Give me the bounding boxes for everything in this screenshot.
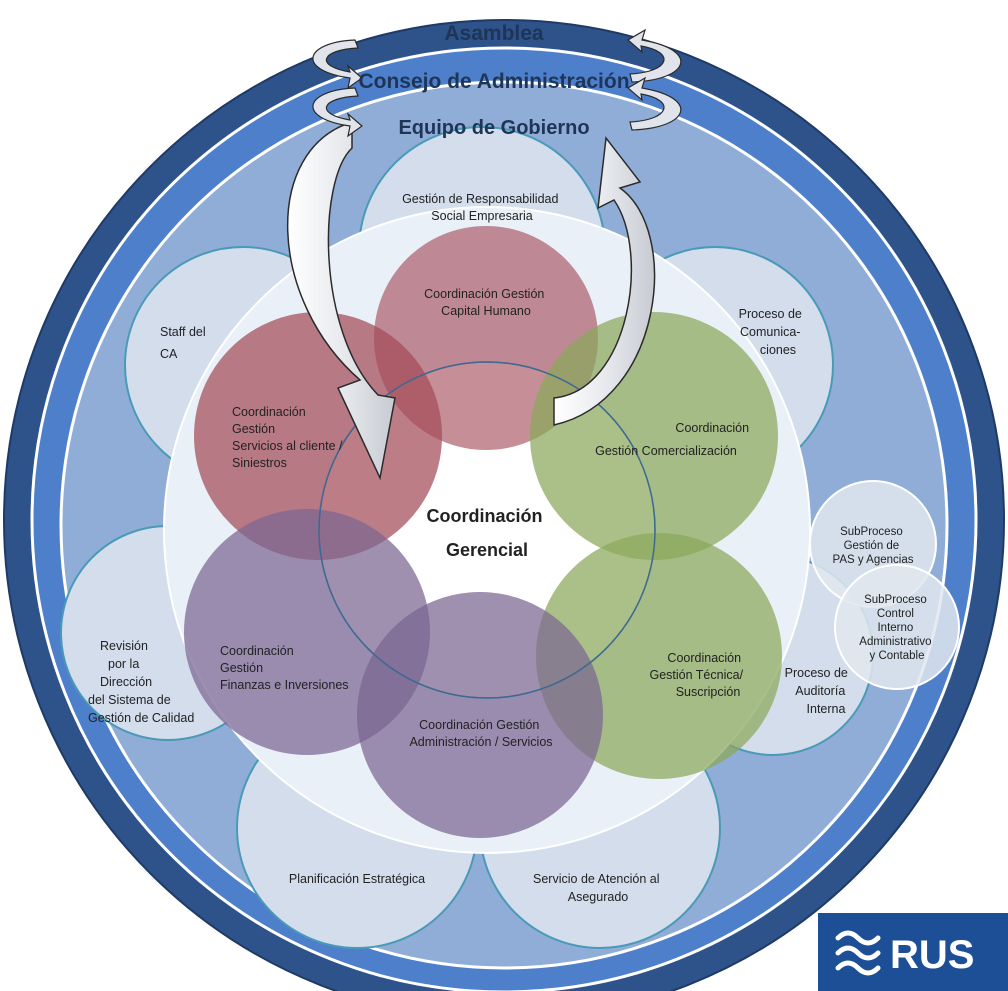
subproceso-control-label: SubProceso Control Interno Administrativ… (859, 594, 934, 662)
coord-administracion-circle (357, 592, 603, 838)
coord-administracion-label: Coordinación Gestión Administración / Se… (409, 718, 552, 749)
arrow-up-right (553, 136, 656, 426)
center-title: Coordinación Gerencial (426, 506, 547, 560)
process-comunicaciones-label: Proceso de Comunica- ciones (739, 307, 806, 357)
coord-servicios-cliente-label: Coordinación Gestión Servicios al client… (232, 405, 346, 470)
process-auditoria-label: Proceso de Auditoría Interna (785, 666, 852, 716)
process-planificacion-label: Planificación Estratégica (289, 872, 425, 886)
arrow-left-consejo-to-equipo (312, 87, 363, 138)
arrow-right-equipo-to-consejo (626, 76, 682, 131)
logo-text: RUS (890, 933, 974, 977)
coord-comercializacion-label: Coordinación Gestión Comercialización (595, 421, 752, 458)
asamblea-label: Asamblea (444, 22, 544, 45)
coordination-circles (184, 226, 782, 838)
arrow-left-asamblea-to-consejo (312, 39, 363, 90)
arrow-right-consejo-to-asamblea (626, 28, 682, 83)
subproceso-control-circle (834, 564, 960, 690)
process-rse-label: Gestión de Responsabilidad Social Empres… (402, 192, 562, 223)
arrow-down-left (287, 120, 396, 481)
coord-finanzas-label: Coordinación Gestión Finanzas e Inversio… (220, 644, 349, 692)
consejo-label: Consejo de Administración (358, 70, 629, 93)
subproceso-pas-label: SubProceso Gestión de PAS y Agencias (833, 526, 914, 566)
process-revision-label: Revisión por la Dirección del Sistema de… (88, 639, 194, 725)
waves-icon (835, 930, 881, 976)
coord-servicios-cliente-circle (194, 312, 442, 560)
coord-capital-humano-label: Coordinación Gestión Capital Humano (424, 287, 548, 318)
coord-comercializacion-circle (530, 312, 778, 560)
rus-logo: RUS (818, 913, 1008, 991)
central-ring-outline (318, 361, 656, 699)
coord-tecnica-label: Coordinación Gestión Técnica/ Suscripció… (649, 651, 746, 699)
process-staff-label: Staff del CA (160, 325, 209, 361)
process-atencion-label: Servicio de Atención al Asegurado (533, 872, 663, 904)
equipo-label: Equipo de Gobierno (398, 117, 589, 139)
